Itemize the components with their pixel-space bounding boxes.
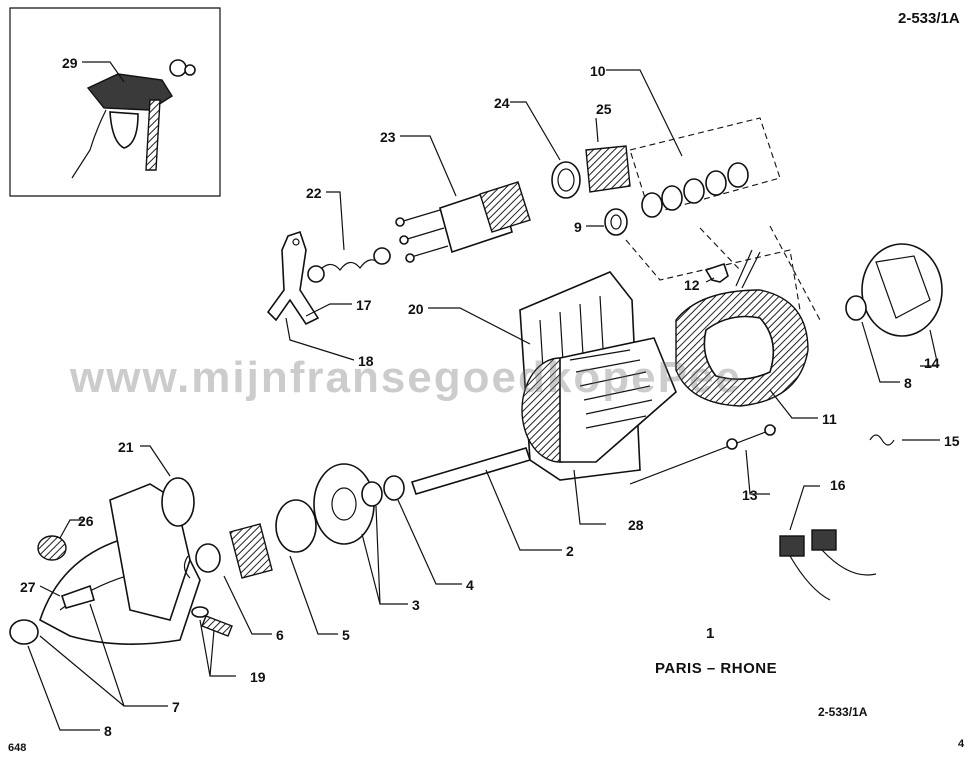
callout-11: 11 [822, 411, 837, 427]
callout-8-front: 8 [104, 723, 112, 739]
callout-27: 27 [20, 579, 36, 595]
callout-22: 22 [306, 185, 322, 201]
stud-part-27 [60, 584, 95, 609]
bushing-part-26 [37, 535, 67, 561]
end-cover-part-14 [861, 243, 943, 337]
leader-lines [27, 61, 940, 731]
callout-5: 5 [342, 627, 350, 643]
callout-18: 18 [358, 353, 374, 369]
intermediate-bearing-part-3 [313, 463, 383, 545]
plunger-spring-part-22 [307, 247, 391, 283]
callout-23: 23 [380, 129, 396, 145]
inset-frame [9, 7, 221, 197]
callout-24: 24 [494, 95, 510, 111]
callout-20: 20 [408, 301, 424, 317]
callout-28: 28 [628, 517, 644, 533]
callout-8-rear: 8 [904, 375, 912, 391]
brand-label: PARIS – RHONE [655, 660, 778, 677]
shim-set-part-10 [629, 117, 781, 218]
assembly-guide-lines [625, 225, 821, 321]
bushing-part-8-front [9, 619, 39, 645]
callout-6: 6 [276, 627, 284, 643]
field-coils-part-11 [675, 249, 809, 407]
shaft-part-2 [410, 447, 532, 495]
gear-housing-part-21 [109, 477, 195, 621]
callout-19: 19 [250, 669, 266, 685]
callout-15: 15 [944, 433, 960, 449]
bushing-part-4 [383, 475, 405, 501]
callout-2: 2 [566, 543, 574, 559]
armature-part-28 [521, 337, 677, 463]
callout-21: 21 [118, 439, 134, 455]
screw-part-12 [704, 262, 729, 283]
callout-12: 12 [684, 277, 700, 293]
pinion-part-5 [229, 499, 317, 579]
page-number: 4 [958, 738, 965, 750]
callout-13: 13 [742, 487, 758, 503]
springs-part-15 [869, 434, 895, 446]
ring-part-6 [183, 543, 221, 579]
callout-4: 4 [466, 577, 474, 593]
callout-10: 10 [590, 63, 606, 79]
assembly-number: 1 [706, 625, 715, 642]
watermark-text: www.mijnfransegoedkopePee [70, 353, 742, 402]
washer-part-9 [604, 208, 628, 236]
callout-9: 9 [574, 219, 582, 235]
callout-14: 14 [924, 355, 940, 371]
pin-part-19 [191, 606, 233, 637]
callout-25: 25 [596, 101, 612, 117]
solenoid-part-23 [395, 181, 531, 263]
tie-rod-part-13 [629, 424, 777, 485]
callout-17: 17 [356, 297, 372, 313]
callout-7: 7 [172, 699, 180, 715]
callout-16: 16 [830, 477, 846, 493]
callout-26: 26 [78, 513, 94, 529]
bushing-part-8-rear [845, 295, 867, 321]
callout-3: 3 [412, 597, 420, 613]
brushes-part-16 [779, 529, 877, 601]
callout-29: 29 [62, 55, 78, 71]
shift-fork-part-18 [266, 230, 320, 326]
document-code-top: 2-533/1A [898, 10, 960, 27]
bushing-part-25 [585, 145, 631, 193]
page-code: 648 [8, 742, 27, 754]
washer-part-24 [551, 161, 581, 199]
solenoid-terminal-part-29 [71, 59, 196, 179]
document-code-bottom: 2-533/1A [818, 705, 868, 719]
